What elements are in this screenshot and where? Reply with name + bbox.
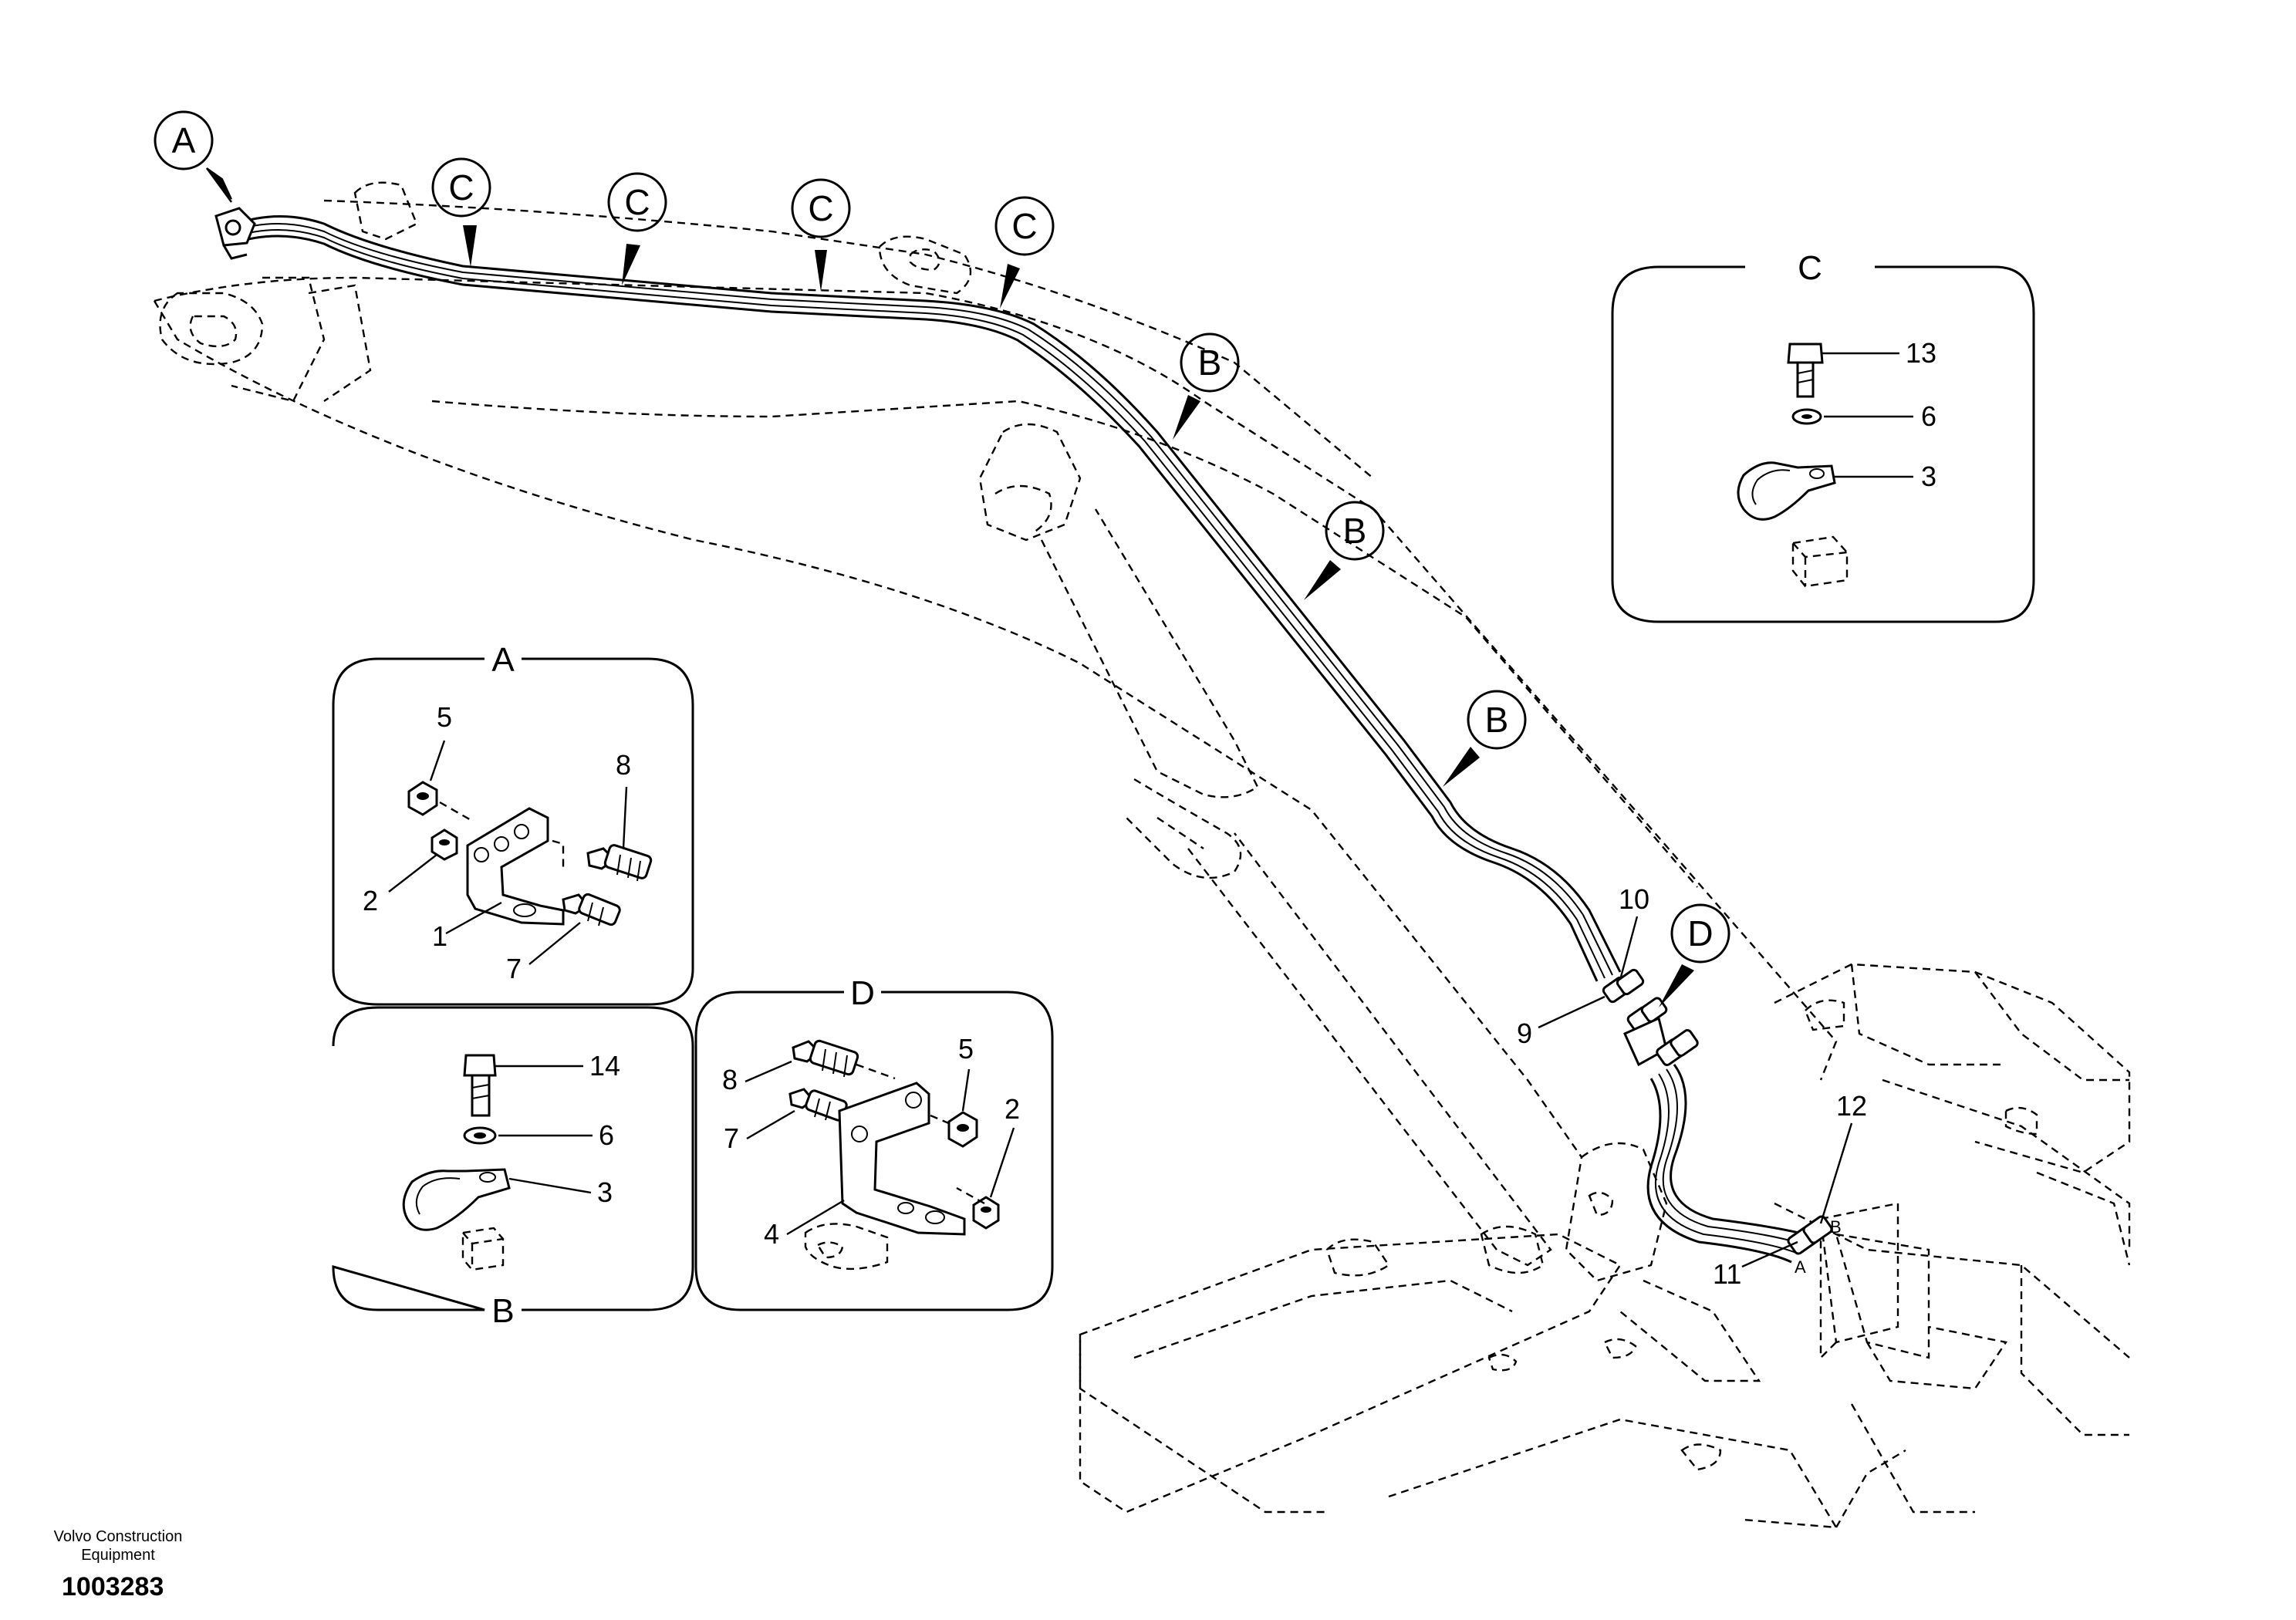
detail-b-title: B (491, 1292, 514, 1330)
svg-text:C: C (448, 167, 474, 208)
svg-text:7: 7 (506, 953, 522, 984)
callout-b-3[interactable]: B (1443, 690, 1527, 787)
callout-c-4[interactable]: C (994, 196, 1055, 309)
boom-tip-bracket (214, 207, 256, 260)
detail-d-title: D (850, 974, 875, 1012)
callout-c-2[interactable]: C (607, 172, 667, 285)
svg-text:C: C (624, 182, 650, 222)
callout-c-3[interactable]: C (791, 178, 851, 292)
boom-outline (153, 181, 2131, 1529)
svg-text:9: 9 (1517, 1018, 1532, 1049)
svg-text:11: 11 (1713, 1258, 1741, 1290)
hydraulic-lines (231, 215, 1806, 1264)
svg-text:B: B (1830, 1217, 1842, 1237)
detail-b: B 14 6 3 (332, 1006, 694, 1330)
main-fittings (1602, 968, 1833, 1255)
svg-text:4: 4 (764, 1218, 779, 1250)
svg-text:12: 12 (1836, 1090, 1867, 1122)
main-part-labels: 10 9 12 11 A B (1517, 883, 1867, 1290)
detail-d: D 8 7 4 5 2 (694, 974, 1054, 1311)
svg-text:2: 2 (1004, 1093, 1020, 1125)
svg-text:5: 5 (958, 1033, 974, 1065)
detail-a-title: A (491, 641, 515, 679)
svg-text:6: 6 (599, 1119, 614, 1151)
svg-text:B: B (1343, 511, 1367, 551)
brand-label: Volvo Construction Equipment (45, 1527, 191, 1564)
svg-text:2: 2 (363, 885, 378, 916)
callout-c-1[interactable]: C (431, 157, 491, 267)
svg-text:3: 3 (1921, 461, 1936, 492)
svg-text:3: 3 (597, 1176, 613, 1208)
svg-text:10: 10 (1619, 883, 1649, 915)
brand-line-2: Equipment (81, 1547, 155, 1564)
svg-text:8: 8 (722, 1064, 738, 1095)
brand-line-1: Volvo Construction (53, 1528, 183, 1545)
svg-text:1: 1 (432, 920, 447, 952)
svg-text:A: A (1795, 1257, 1806, 1277)
callout-b-1[interactable]: B (1173, 332, 1240, 440)
svg-text:7: 7 (724, 1122, 739, 1154)
svg-text:8: 8 (616, 749, 631, 781)
svg-text:D: D (1687, 913, 1713, 953)
callout-b-2[interactable]: B (1304, 501, 1385, 600)
svg-text:C: C (1011, 206, 1037, 246)
svg-text:13: 13 (1906, 337, 1936, 369)
svg-text:B: B (1198, 343, 1222, 383)
svg-text:6: 6 (1921, 400, 1936, 432)
svg-text:14: 14 (589, 1050, 620, 1082)
detail-a: A 5 2 1 8 7 (332, 641, 694, 1006)
svg-text:C: C (808, 188, 833, 228)
svg-text:A: A (172, 120, 196, 160)
svg-text:B: B (1485, 700, 1509, 740)
svg-text:5: 5 (437, 701, 452, 733)
callout-a[interactable]: A (154, 110, 232, 203)
document-number: 1003283 (62, 1572, 164, 1601)
detail-c-title: C (1798, 249, 1822, 287)
detail-c: C 13 6 3 (1611, 249, 2035, 623)
callout-d[interactable]: D (1659, 903, 1730, 1007)
